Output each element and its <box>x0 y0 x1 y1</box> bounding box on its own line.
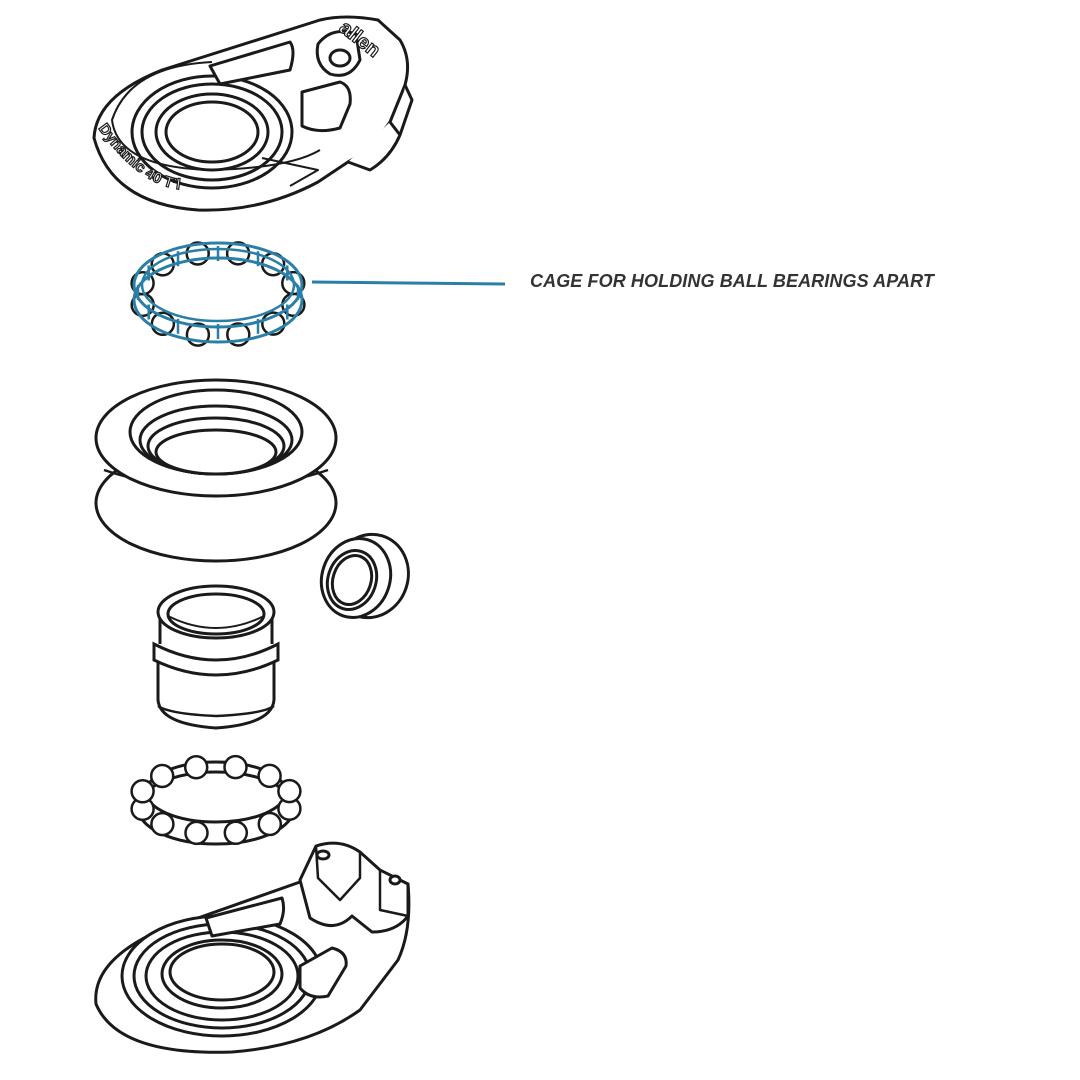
cage-callout-label: CAGE FOR HOLDING BALL BEARINGS APART <box>530 271 934 291</box>
bearing-cage <box>130 241 306 347</box>
ball-bearing <box>149 763 175 789</box>
callout-leader-line <box>311 280 506 286</box>
top-cheek-plate <box>92 15 414 212</box>
ball-bearing <box>150 811 175 837</box>
bottom-cheek-plate <box>94 841 411 1054</box>
ball-bearing <box>257 811 283 837</box>
ball-bearing <box>130 779 155 804</box>
ball-bearing <box>277 778 302 804</box>
ball-bearing <box>223 754 248 780</box>
ball-bearing <box>183 754 209 780</box>
ball-bearing <box>257 763 282 789</box>
ball-bearing-ring <box>130 754 302 846</box>
axle-sleeve <box>152 584 280 730</box>
ring-ball-bearings <box>130 754 302 846</box>
ball-bearing <box>184 820 209 846</box>
sheave <box>94 378 338 563</box>
bushing <box>319 532 410 620</box>
ball-bearing <box>223 820 249 846</box>
